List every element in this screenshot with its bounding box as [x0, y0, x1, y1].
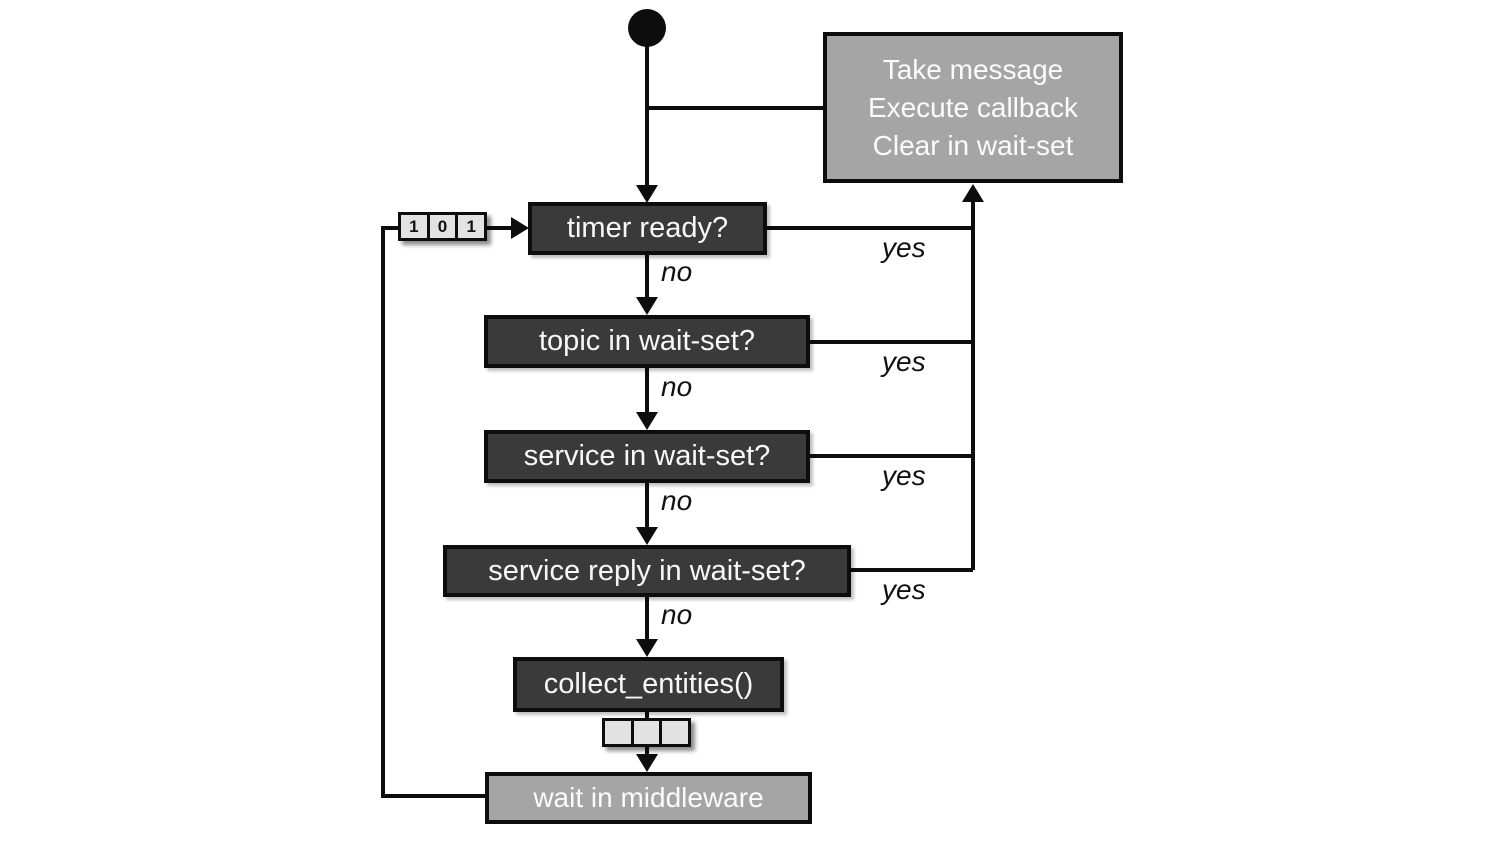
edge-label-no-reply: no — [661, 599, 693, 630]
result-cell — [630, 721, 660, 744]
edge-label-no-timer: no — [661, 256, 693, 287]
wait-set-cell: 0 — [426, 215, 456, 238]
arrowhead-into-collect — [636, 639, 658, 657]
service-wait-set-box: service in wait-set? — [484, 430, 810, 483]
arrowhead-into-reply — [636, 527, 658, 545]
edge-label-no-topic: no — [661, 371, 693, 402]
arrowhead-into-topic — [636, 297, 658, 315]
wait-set-cells: 1 0 1 — [398, 212, 487, 241]
take-message-line: Take message — [882, 53, 1064, 85]
clear-wait-set-line: Clear in wait-set — [872, 129, 1074, 161]
edge-label-yes-topic: yes — [882, 346, 926, 377]
edge-label-yes-reply: yes — [882, 574, 926, 605]
execute-callback-line: Execute callback — [867, 91, 1079, 123]
edge-label-yes-timer: yes — [882, 232, 926, 263]
arrowhead-into-wait — [636, 754, 658, 772]
collect-entities-box: collect_entities() — [513, 657, 784, 712]
take-message-box: Take message Execute callback Clear in w… — [823, 32, 1123, 183]
arrowhead-cells-to-timer — [511, 217, 529, 239]
timer-ready-box: timer ready? — [528, 202, 767, 255]
wait-in-middleware-box: wait in middleware — [485, 772, 812, 824]
wait-set-cell: 1 — [401, 215, 427, 238]
result-cell — [605, 721, 631, 744]
result-cell — [659, 721, 689, 744]
result-cells — [602, 718, 691, 747]
arrowhead-into-service — [636, 412, 658, 430]
wait-set-cell: 1 — [455, 215, 485, 238]
edge-label-yes-service: yes — [882, 460, 926, 491]
arrowhead-into-take — [962, 184, 984, 202]
topic-wait-set-box: topic in wait-set? — [484, 315, 810, 368]
service-reply-wait-set-box: service reply in wait-set? — [443, 545, 851, 597]
edge-loop-back — [381, 226, 485, 798]
arrowhead-into-timer — [636, 185, 658, 203]
edge-label-no-service: no — [661, 485, 693, 516]
start-node — [628, 9, 666, 47]
